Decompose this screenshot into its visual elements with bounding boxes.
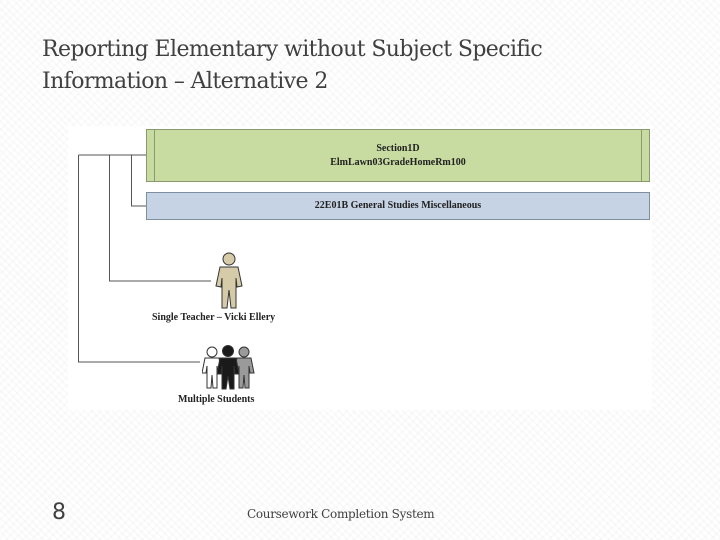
students-group-icon [202, 345, 255, 390]
connector-to-course [131, 155, 146, 207]
section-right-divider [641, 130, 642, 181]
course-label: 22E01B General Studies Miscellaneous [314, 200, 482, 211]
section-left-divider [154, 130, 155, 181]
slide-title-line-1: Reporting Elementary without Subject Spe… [42, 37, 543, 62]
page-number: 8 [52, 500, 66, 525]
teacher-label: Single Teacher – Vicki Ellery [152, 312, 276, 323]
relationship-diagram: Section1D ElmLawn03GradeHomeRm100 22E01B… [68, 126, 652, 410]
footer-text: Coursework Completion System [247, 507, 435, 521]
teacher-figure-icon [215, 252, 243, 309]
section-location: ElmLawn03GradeHomeRm100 [330, 157, 466, 168]
connector-lines [78, 154, 211, 363]
course-box: 22E01B General Studies Miscellaneous [146, 192, 650, 220]
students-label: Multiple Students [178, 394, 255, 405]
section-id: Section1D [376, 143, 420, 154]
slide-title: Reporting Elementary without Subject Spe… [42, 34, 662, 98]
slide-title-line-2: Information – Alternative 2 [42, 69, 328, 94]
connector-to-students [78, 155, 200, 363]
section-box: Section1D ElmLawn03GradeHomeRm100 [146, 129, 650, 182]
connector-to-teacher [109, 155, 211, 282]
